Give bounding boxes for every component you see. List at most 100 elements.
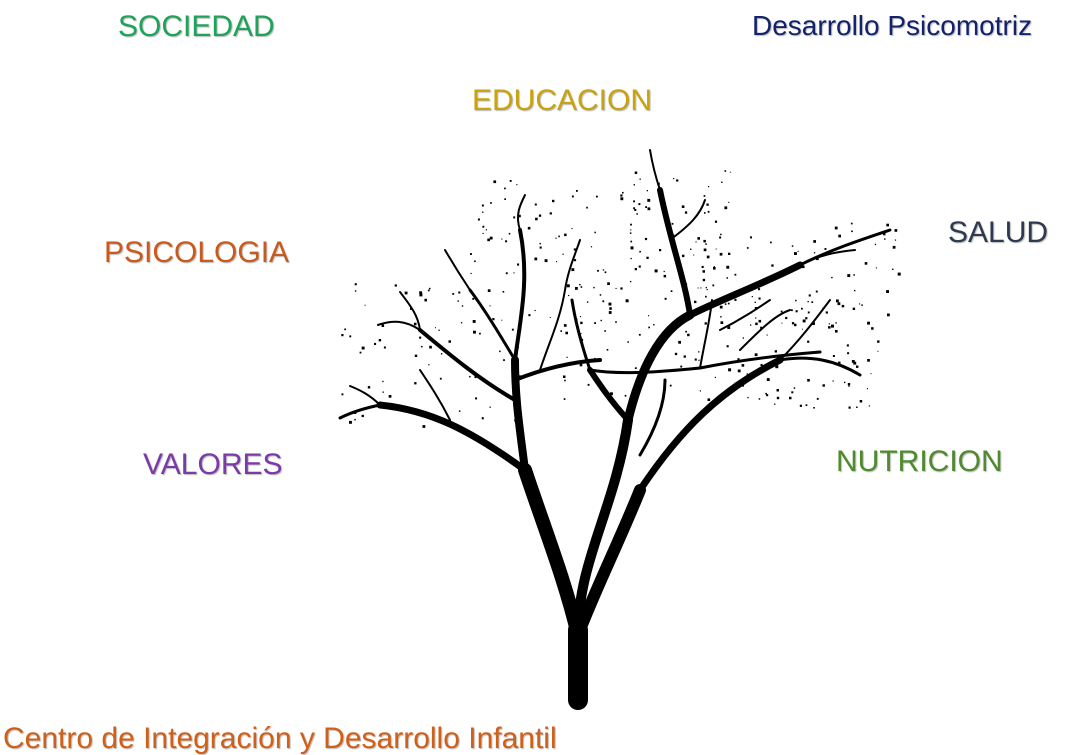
twig-dot xyxy=(364,304,366,306)
twig-dot xyxy=(883,232,886,236)
twig-dot xyxy=(594,231,596,234)
twig-dot xyxy=(875,267,877,269)
twig-dot xyxy=(683,355,686,358)
twig-dot xyxy=(505,240,508,243)
twig-dot xyxy=(597,269,599,272)
twig-dot xyxy=(615,287,617,289)
twig-dot xyxy=(565,331,568,335)
twig-dot xyxy=(481,204,484,207)
twig-dot xyxy=(482,211,484,213)
twig-dot xyxy=(724,170,727,172)
twig-dot xyxy=(708,186,710,188)
twig-dot xyxy=(633,184,635,186)
twig-dot xyxy=(802,319,806,323)
twig-dot xyxy=(755,322,758,326)
twig-dot xyxy=(703,239,706,243)
twig-dot xyxy=(568,294,570,297)
twig-dot xyxy=(518,375,521,378)
twig-dot xyxy=(414,354,418,357)
twig-dot xyxy=(714,376,716,378)
twig-dot xyxy=(822,384,825,387)
twig-dot xyxy=(566,356,568,358)
twig-dot xyxy=(766,378,770,381)
twig-dot xyxy=(793,387,796,389)
twig-dot xyxy=(775,365,779,369)
twig-dot xyxy=(707,303,709,305)
twig-dot xyxy=(781,322,783,324)
twig-dot xyxy=(475,397,478,400)
twig-dot xyxy=(563,324,567,327)
twig-dot xyxy=(634,367,637,370)
twig-dot xyxy=(698,359,700,361)
twig-dot xyxy=(719,236,722,239)
twig-dot xyxy=(728,252,731,255)
twig-dot xyxy=(556,261,558,263)
twig-dot xyxy=(448,340,451,343)
twig-dot xyxy=(776,389,779,392)
twig-dot xyxy=(838,361,841,364)
twig-dot xyxy=(539,242,541,245)
twig-dot xyxy=(859,400,863,403)
twig-dot xyxy=(600,319,602,322)
twig-dot xyxy=(663,202,666,205)
twig-dot xyxy=(805,317,808,320)
twig-dot xyxy=(634,268,637,271)
twig-dot xyxy=(481,417,484,420)
twig-dot xyxy=(703,248,707,252)
twig-dot xyxy=(354,418,356,421)
twig-dot xyxy=(835,330,838,333)
twig-dot xyxy=(544,259,548,263)
twig-dot xyxy=(886,223,889,227)
twig-dot xyxy=(713,267,716,270)
twig-dot xyxy=(422,425,426,428)
twig-dot xyxy=(831,276,833,279)
twig-dot xyxy=(381,324,385,327)
twig-dot xyxy=(705,287,707,289)
twig-dot xyxy=(755,317,757,319)
twig-dot xyxy=(854,289,856,292)
twig-dot xyxy=(734,273,737,276)
twig-dot xyxy=(538,214,542,217)
twig-dot xyxy=(422,410,425,413)
twig-dot xyxy=(816,257,819,261)
twig-dot xyxy=(734,298,737,301)
twig-dot xyxy=(713,266,715,268)
twig-dot xyxy=(700,287,702,289)
twig-dot xyxy=(795,310,798,313)
twig-dot xyxy=(458,291,461,294)
twig-dot xyxy=(807,311,810,314)
twig-dot xyxy=(504,198,506,200)
twig-dot xyxy=(663,274,667,278)
twig-dot xyxy=(579,284,581,286)
twig-dot xyxy=(452,293,455,295)
twig-dot xyxy=(606,349,609,351)
twig-dot xyxy=(565,286,567,288)
twig-dot xyxy=(704,212,706,214)
twig-dot xyxy=(848,385,850,387)
twig-dot xyxy=(594,357,596,360)
twig-dot xyxy=(750,236,752,239)
twig-dot xyxy=(654,346,657,350)
twig-dot xyxy=(580,316,582,318)
twig-dot xyxy=(742,337,744,339)
twig-dot xyxy=(576,190,578,192)
label-salud: SALUD xyxy=(948,216,1049,249)
twig-dot xyxy=(681,205,685,208)
twig-dot xyxy=(801,328,803,330)
twig-dot xyxy=(349,335,352,338)
twig-dot xyxy=(877,340,880,343)
twig-dot xyxy=(704,322,707,325)
twig-dot xyxy=(630,240,633,243)
twig-dot xyxy=(604,330,606,332)
twig-dot xyxy=(599,294,602,296)
twig-dot xyxy=(675,245,677,248)
twig-dot xyxy=(410,307,413,310)
twig-dot xyxy=(847,274,851,277)
twig-dot xyxy=(646,256,649,259)
twig-dot xyxy=(354,411,357,414)
twig-dot xyxy=(693,254,695,256)
twig-dot xyxy=(894,229,898,232)
twig-dot xyxy=(811,301,814,303)
twig-dot xyxy=(622,191,624,194)
twig-dot xyxy=(607,282,610,285)
